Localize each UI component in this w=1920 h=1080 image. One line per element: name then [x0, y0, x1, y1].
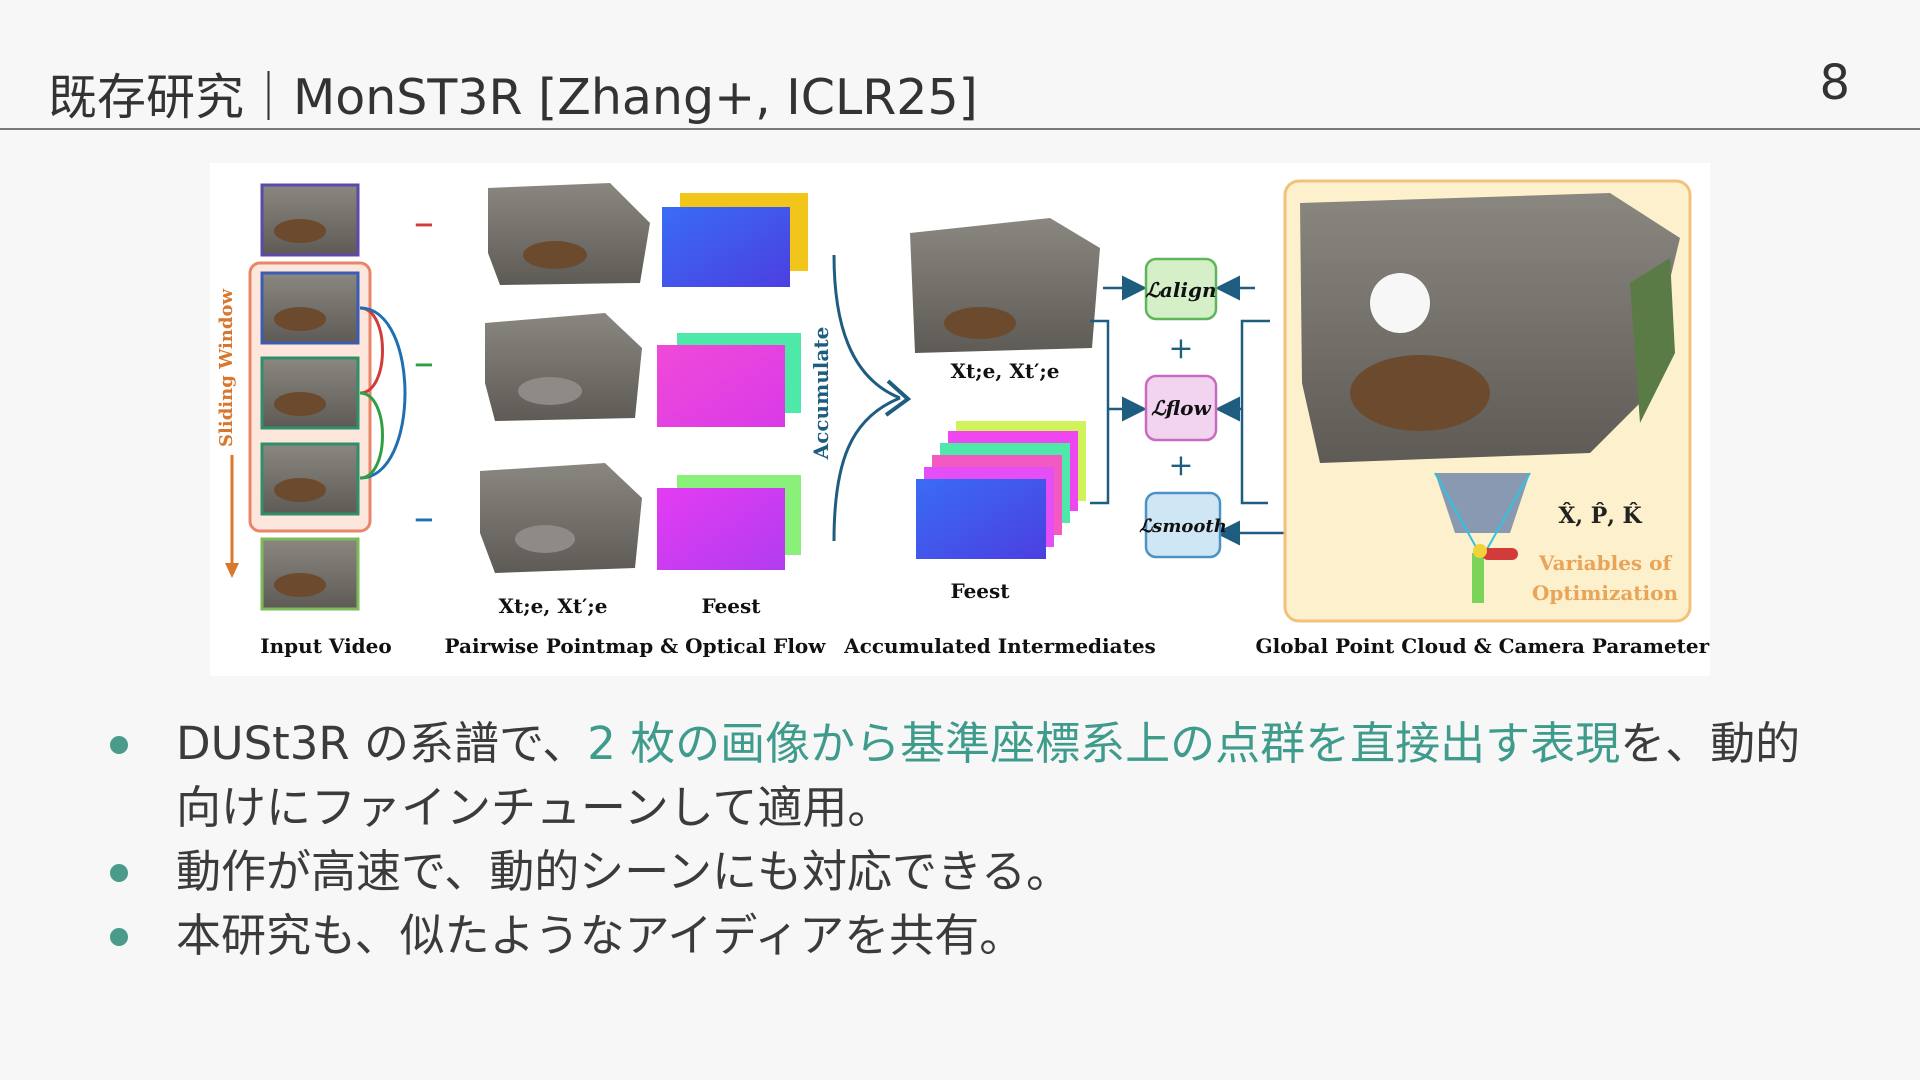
plus-sign: +	[1168, 448, 1193, 483]
loss-align-box	[1144, 257, 1218, 321]
bear-thumb	[274, 573, 326, 597]
accumulate-group: Accumulate	[809, 254, 912, 542]
caption-pairwise: Pairwise Pointmap & Optical Flow	[445, 634, 827, 658]
page-number: 8	[1819, 55, 1850, 111]
pair-arc-blue	[359, 306, 407, 480]
camera-axis-y	[1472, 553, 1484, 603]
bear-thumb	[274, 392, 326, 416]
loss-flow-box	[1144, 374, 1218, 442]
sliding-window-label: Sliding Window	[216, 289, 237, 447]
bear-thumb	[274, 478, 326, 502]
bullet-highlight: 2 枚の画像から基準座標系上の点群を直接出す表現	[587, 717, 1621, 770]
loss-boxes: ℒalign + ℒflow + ℒsmooth	[1139, 257, 1227, 559]
bullet-text: DUSt3R の系譜で、	[176, 717, 588, 770]
pointmap-label: Xt;e, Xt′;e	[499, 594, 608, 618]
accumulate-label: Accumulate	[809, 327, 833, 461]
bear-thumb	[274, 219, 326, 243]
bullet-list: DUSt3R の系譜で、2 枚の画像から基準座標系上の点群を直接出す表現を、動的…	[110, 712, 1810, 968]
bullet-dot	[110, 736, 128, 754]
caption-accumulated: Accumulated Intermediates	[843, 634, 1156, 658]
pair-arc-red	[359, 306, 384, 395]
pointmap	[485, 313, 642, 421]
monst3r-pipeline-figure: Sliding Window − − −	[210, 163, 1710, 676]
flow-stack	[916, 479, 1046, 559]
accumulated-pointmap-label: Xt;e, Xt′;e	[951, 359, 1060, 383]
bullet-item: DUSt3R の系譜で、2 枚の画像から基準座標系上の点群を直接出す表現を、動的…	[110, 712, 1810, 840]
variables-of-label: Variables of	[1538, 551, 1673, 575]
accumulated-intermediates: Xt;e, Xt′;e Feest	[910, 218, 1100, 603]
caption-input-video: Input Video	[260, 634, 391, 658]
bullet-text: を、動的向けにファインチューンして適用。	[176, 717, 1801, 834]
bullet-text: 動作が高速で、動的シーンにも対応できる。	[176, 845, 1072, 898]
input-video-frames	[260, 183, 407, 611]
bear-3d	[1350, 355, 1490, 431]
loss-flow-label: ℒflow	[1151, 396, 1211, 420]
flow-label: Feest	[701, 594, 761, 618]
slide-header: 既存研究｜MonST3R [Zhang+, ICLR25] 8	[0, 0, 1920, 130]
bullet-item: 本研究も、似たようなアイディアを共有。	[110, 904, 1810, 968]
title-divider	[0, 128, 1920, 130]
bear-thumb	[274, 307, 326, 331]
accumulated-flow-label: Feest	[950, 579, 1010, 603]
camera-axis-x	[1482, 548, 1518, 560]
flow-map	[662, 207, 790, 287]
optimization-vars: X̂, P̂, K̂	[1558, 503, 1642, 529]
bullet-text: 本研究も、似たようなアイディアを共有。	[176, 909, 1025, 962]
global-optimization-panel: X̂, P̂, K̂ Variables of Optimization	[1283, 179, 1692, 623]
bullet-item: 動作が高速で、動的シーンにも対応できる。	[110, 840, 1810, 904]
figure-captions: Input Video Pairwise Pointmap & Optical …	[260, 634, 1710, 658]
pointmap	[480, 463, 642, 573]
pair-sign-blue: −	[413, 505, 435, 535]
slide-title: 既存研究｜MonST3R [Zhang+, ICLR25]	[48, 69, 978, 126]
pointmap	[488, 183, 650, 285]
pipeline-diagram: Sliding Window − − −	[216, 179, 1710, 658]
optimization-label: Optimization	[1532, 581, 1678, 605]
loss-smooth-box	[1144, 491, 1222, 559]
pair-sign-red: −	[413, 210, 435, 240]
bullet-dot	[110, 928, 128, 946]
loss-smooth-label: ℒsmooth	[1139, 516, 1227, 537]
loss-align-label: ℒalign	[1145, 278, 1216, 302]
plus-sign: +	[1168, 331, 1193, 366]
pair-sign-green: −	[413, 350, 435, 380]
caption-global: Global Point Cloud & Camera Parameters	[1256, 634, 1710, 658]
pair-arc-green	[359, 391, 384, 480]
flow-map	[657, 488, 785, 570]
flow-map	[657, 345, 785, 427]
pairwise-outputs: − − − Xt;e, Xt′;e Feest	[413, 183, 808, 618]
bullet-dot	[110, 864, 128, 882]
